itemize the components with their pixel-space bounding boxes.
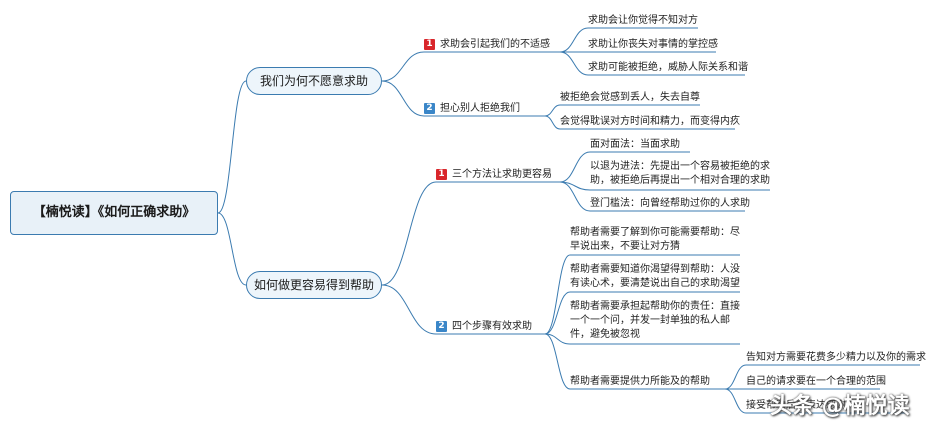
leaf-node[interactable]: 求助会让你觉得不知对方 — [588, 15, 698, 26]
leaf-node[interactable]: 面对面法：当面求助 — [590, 139, 680, 150]
subtopic-label: 求助会引起我们的不适感 — [440, 39, 550, 50]
subtopic-label: 四个步骤有效求助 — [452, 321, 532, 332]
subtopic-label: 担心别人拒绝我们 — [440, 103, 520, 114]
leaf-node[interactable]: 自己的请求要在一个合理的范围 — [746, 376, 886, 387]
leaf-node[interactable]: 求助让你丧失对事情的掌控感 — [588, 39, 718, 50]
connector — [544, 254, 571, 335]
leaf-node[interactable]: 接受帮助后要表达感谢 — [746, 400, 846, 411]
number-badge: 1 — [424, 38, 435, 50]
leaf-node[interactable]: 会觉得耽误对方时间和精力，而变得内疚 — [560, 116, 740, 127]
subtopic-label: 三个方法让求助更容易 — [452, 169, 552, 180]
connector — [544, 115, 561, 130]
connector — [544, 291, 571, 335]
root-node[interactable]: 【楠悦读】《如何正确求助》 — [10, 191, 218, 235]
connector — [381, 51, 425, 82]
connector — [559, 181, 591, 212]
number-badge: 1 — [436, 168, 447, 180]
number-badge: 2 — [436, 320, 447, 332]
leaf-node[interactable]: 求助可能被拒绝，威胁人际关系和谐 — [588, 62, 748, 73]
connector — [544, 104, 561, 117]
connector — [559, 51, 589, 76]
subtopic-three-methods[interactable]: 1 三个方法让求助更容易 — [436, 168, 552, 182]
connector — [544, 333, 571, 390]
leaf-node[interactable]: 帮助者需要知道你渴望得到帮助：人没有读心术，要清楚说出自己的求助渴望 — [570, 264, 740, 289]
connector — [559, 27, 589, 53]
subtopic-fear-rejection[interactable]: 2 担心别人拒绝我们 — [424, 102, 520, 116]
watermark: 头条 @楠悦读 — [770, 394, 910, 419]
leaf-node[interactable]: 告知对方需要花费多少精力以及你的需求 — [746, 352, 926, 363]
subtopic-four-steps[interactable]: 2 四个步骤有效求助 — [436, 320, 532, 334]
leaf-node[interactable]: 帮助者需要承担起帮助你的责任：直接一个一个问，并发一封单独的私人邮件，避免被忽视 — [570, 301, 740, 340]
number-badge: 2 — [424, 102, 435, 114]
branch-how-to-get-help[interactable]: 如何做更容易得到帮助 — [246, 271, 382, 299]
connector — [381, 284, 437, 335]
connector — [724, 388, 747, 414]
subtopic-discomfort[interactable]: 1 求助会引起我们的不适感 — [424, 38, 550, 52]
connector-root-branch — [217, 212, 247, 286]
leaf-node[interactable]: 以退为进法：先提出一个容易被拒绝的求助，被拒绝后再提出一个相对合理的求助 — [590, 161, 770, 186]
connector — [381, 181, 437, 286]
connector-root-branch — [217, 80, 247, 214]
connector — [559, 151, 591, 183]
leaf-node[interactable]: 帮助者需要提供力所能及的帮助 — [570, 376, 710, 387]
branch-why-not-ask[interactable]: 我们为何不愿意求助 — [246, 67, 382, 95]
connector — [381, 80, 425, 117]
leaf-node[interactable]: 登门槛法：向曾经帮助过你的人求助 — [590, 198, 750, 209]
connector — [544, 333, 571, 345]
connector — [724, 364, 747, 390]
leaf-node[interactable]: 帮助者需要了解到你可能需要帮助：尽早说出来，不要让对方猜 — [570, 227, 740, 252]
leaf-node[interactable]: 被拒绝会觉感到丢人，失去自尊 — [560, 92, 700, 103]
